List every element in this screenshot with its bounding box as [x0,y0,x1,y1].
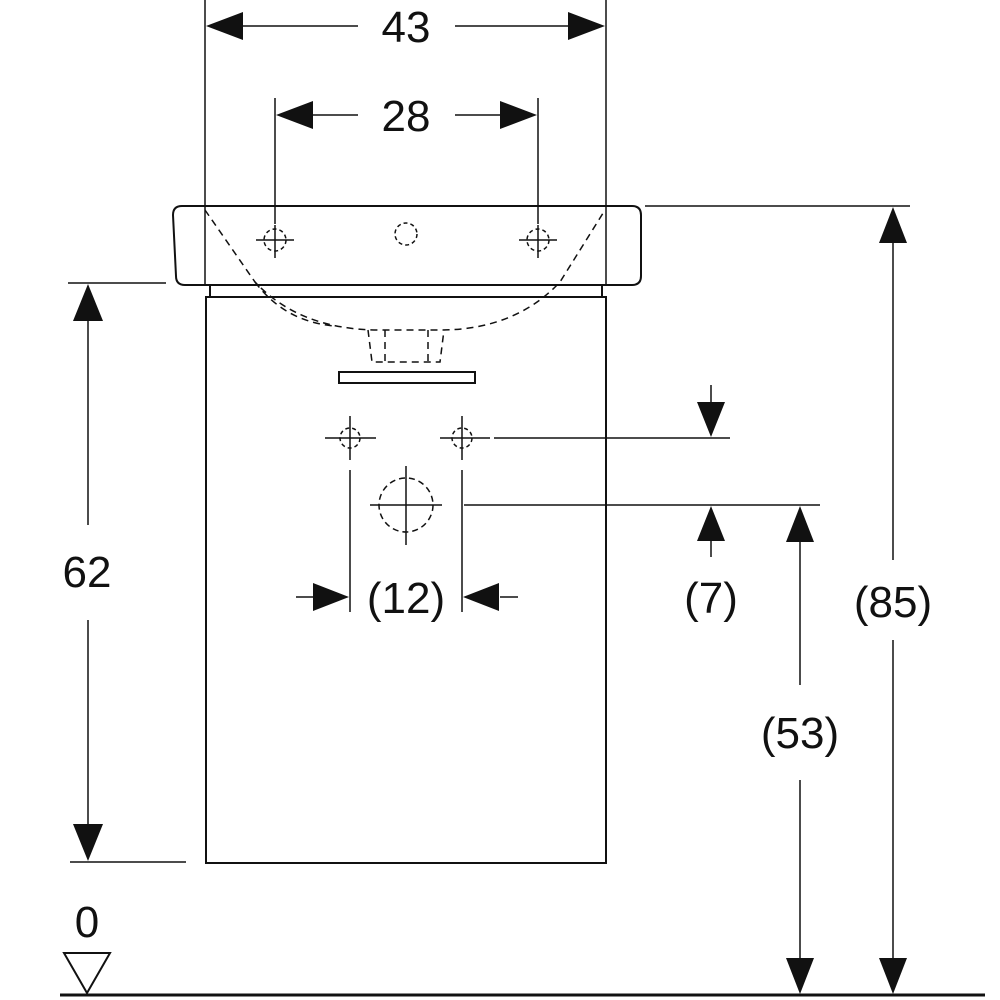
supply-point-right [440,416,490,460]
dim-outlet-offset [464,385,820,557]
dim-tap-spacing [274,98,539,224]
floor-level-triangle-icon [62,952,112,996]
cabinet-body [205,296,607,864]
dim-overall-height [645,205,910,994]
dim-overall-width [204,0,607,285]
cabinet-handle [338,371,476,384]
floor-level-label: 0 [75,898,99,947]
dim-tap-spacing-label: 28 [382,92,431,141]
dim-outlet-height [786,506,814,994]
dim-outlet-spacing-label: (12) [367,574,445,623]
dim-outlet-offset-label: (7) [684,574,738,623]
dim-cabinet-height-label: 62 [63,548,112,597]
washbasin-bowl-inner-hidden [254,281,336,327]
waste-outlet [370,466,442,545]
dim-outlet-spacing [296,470,518,612]
washbasin-outline [171,205,642,286]
dim-cabinet-height [68,282,186,863]
tap-hole-right [519,225,557,258]
washbasin-bowl-hidden [204,209,606,331]
supply-point-left [325,416,376,460]
tap-hole-left [256,225,294,258]
overflow-hole [394,222,418,246]
dim-overall-height-label: (85) [854,578,932,627]
dim-outlet-height-label: (53) [761,709,839,758]
drain-spigot-hidden [367,329,445,363]
dim-overall-width-label: 43 [382,3,431,52]
